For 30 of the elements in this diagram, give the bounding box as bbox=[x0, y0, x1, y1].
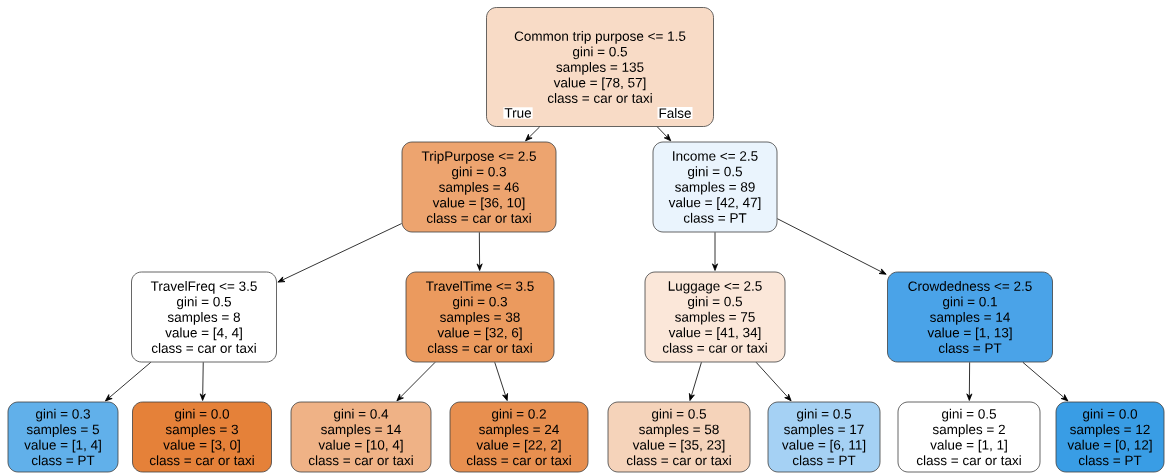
arrow bbox=[476, 232, 483, 271]
arrow bbox=[688, 362, 702, 401]
leaf-node-box: gini = 0.5 samples = 58 value = [35, 23] class = car or taxi bbox=[607, 401, 751, 473]
split-node-box: Crowdedness <= 2.5 gini = 0.1 samples = 14 value = [1, 13] class = PT bbox=[887, 271, 1053, 363]
arrow bbox=[199, 362, 206, 401]
leaf-node-box: gini = 0.5 samples = 17 value = [6, 11] class = PT bbox=[767, 401, 881, 473]
leaf-node-box: gini = 0.0 samples = 3 value = [3, 0] class = car or taxi bbox=[132, 401, 272, 473]
arrow bbox=[396, 362, 436, 402]
leaf-node-box: gini = 0.3 samples = 5 value = [1, 4] class = PT bbox=[7, 401, 119, 473]
leaf-node-box: gini = 0.2 samples = 24 value = [22, 2] class = car or taxi bbox=[449, 401, 589, 473]
arrow bbox=[657, 126, 672, 142]
arrow bbox=[712, 232, 718, 271]
arrow bbox=[525, 126, 541, 142]
split-node-box: TripPurpose <= 2.5 gini = 0.3 samples = 46 value = [36, 10] class = car or taxi bbox=[401, 141, 557, 233]
edge-label: True bbox=[503, 107, 533, 119]
arrow bbox=[1022, 362, 1069, 402]
arrow bbox=[777, 218, 887, 275]
split-node-box: Income <= 2.5 gini = 0.5 samples = 89 value = [42, 47] class = PT bbox=[652, 141, 778, 233]
split-node-box: TravelFreq <= 3.5 gini = 0.5 samples = 8 value = [4, 4] class = car or taxi bbox=[131, 271, 277, 363]
arrow bbox=[494, 362, 508, 401]
leaf-node-box: gini = 0.5 samples = 2 value = [1, 1] class = car or taxi bbox=[897, 401, 1041, 473]
arrow bbox=[966, 362, 973, 401]
leaf-node-box: gini = 0.4 samples = 14 value = [10, 4] class = car or taxi bbox=[290, 401, 432, 473]
arrow bbox=[105, 362, 152, 402]
split-node-box: Luggage <= 2.5 gini = 0.5 samples = 75 value = [41, 34] class = car or taxi bbox=[644, 271, 786, 363]
leaf-node-box: gini = 0.0 samples = 12 value = [0, 12] class = PT bbox=[1055, 401, 1165, 473]
arrow bbox=[277, 223, 402, 283]
arrow bbox=[755, 362, 792, 402]
split-node-box: TravelTime <= 3.5 gini = 0.3 samples = 38 value = [32, 6] class = car or taxi bbox=[405, 271, 555, 363]
edge-label: False bbox=[657, 107, 693, 119]
